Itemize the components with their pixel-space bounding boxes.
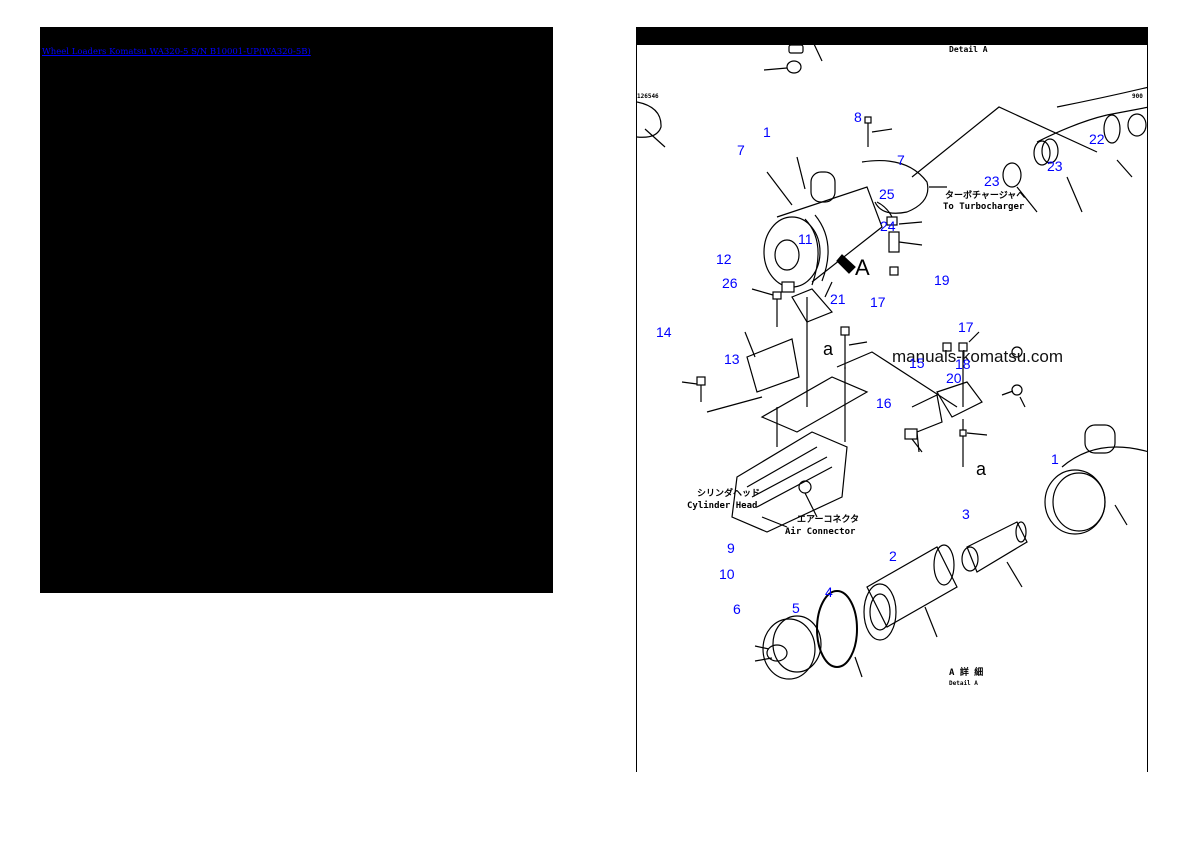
part-callout-23: 23 — [984, 173, 1000, 189]
part-callout-1: 1 — [1051, 451, 1059, 467]
view-marker-a: A — [855, 255, 870, 280]
edge-number-right: 900 — [1132, 93, 1143, 100]
part-callout-21: 21 — [830, 291, 846, 307]
part-callout-17: 17 — [958, 319, 974, 335]
part-callout-7: 7 — [897, 152, 905, 168]
part-callout-22: 22 — [1089, 131, 1105, 147]
connector-marker-a-lower: a — [976, 459, 987, 479]
part-callout-25: 25 — [879, 186, 895, 202]
watermark: manuals-komatsu.com — [892, 347, 1064, 366]
diagram-header-bar — [637, 27, 1147, 45]
part-callout-6: 6 — [733, 601, 741, 617]
left-black-panel: Wheel Loaders Komatsu WA320-5 S/N B10001… — [40, 27, 553, 593]
detail-a-title: Detail A — [949, 45, 988, 54]
part-callout-23: 23 — [1047, 158, 1063, 174]
part-callout-26: 26 — [722, 275, 738, 291]
part-callout-1: 1 — [763, 124, 771, 140]
detail-a-en-label: Detail A — [949, 680, 978, 687]
connector-marker-a-upper: a — [823, 339, 834, 359]
air-connector-jp-label: エアーコネクタ — [797, 515, 860, 525]
part-callout-20: 20 — [946, 370, 962, 386]
to-turbocharger-en-label: To Turbocharger — [943, 202, 1025, 212]
part-callout-9: 9 — [727, 540, 735, 556]
part-callout-14: 14 — [656, 324, 672, 340]
exploded-view-drawing — [637, 43, 1147, 680]
parts-diagram: Detail A 126546 900 ターボチャージャヘ To Turboch… — [636, 27, 1148, 772]
detail-a-jp-label: A 詳 細 — [949, 668, 984, 678]
part-callout-18: 18 — [955, 356, 971, 372]
part-callout-15: 15 — [909, 355, 925, 371]
air-connector-en-label: Air Connector — [785, 527, 856, 537]
part-callout-5: 5 — [792, 600, 800, 616]
part-callout-19: 19 — [934, 272, 950, 288]
cylinder-head-en-label: Cylinder Head — [687, 501, 758, 511]
part-callout-11: 11 — [798, 231, 813, 247]
model-link[interactable]: Wheel Loaders Komatsu WA320-5 S/N B10001… — [42, 47, 311, 57]
part-callout-4: 4 — [825, 584, 833, 600]
cylinder-head-jp-label: シリンダヘッド — [697, 489, 761, 499]
part-callout-7: 7 — [737, 142, 745, 158]
part-callout-2: 2 — [889, 548, 897, 564]
part-callout-10: 10 — [719, 566, 735, 582]
edge-number-left: 126546 — [637, 93, 659, 100]
part-callout-3: 3 — [962, 506, 970, 522]
part-callout-13: 13 — [724, 351, 740, 367]
part-callout-8: 8 — [854, 109, 862, 125]
part-callout-12: 12 — [716, 251, 732, 267]
part-callout-24: 24 — [880, 218, 896, 234]
part-callout-17: 17 — [870, 294, 886, 310]
part-callout-16: 16 — [876, 395, 892, 411]
to-turbocharger-jp-label: ターボチャージャヘ — [945, 191, 1026, 201]
